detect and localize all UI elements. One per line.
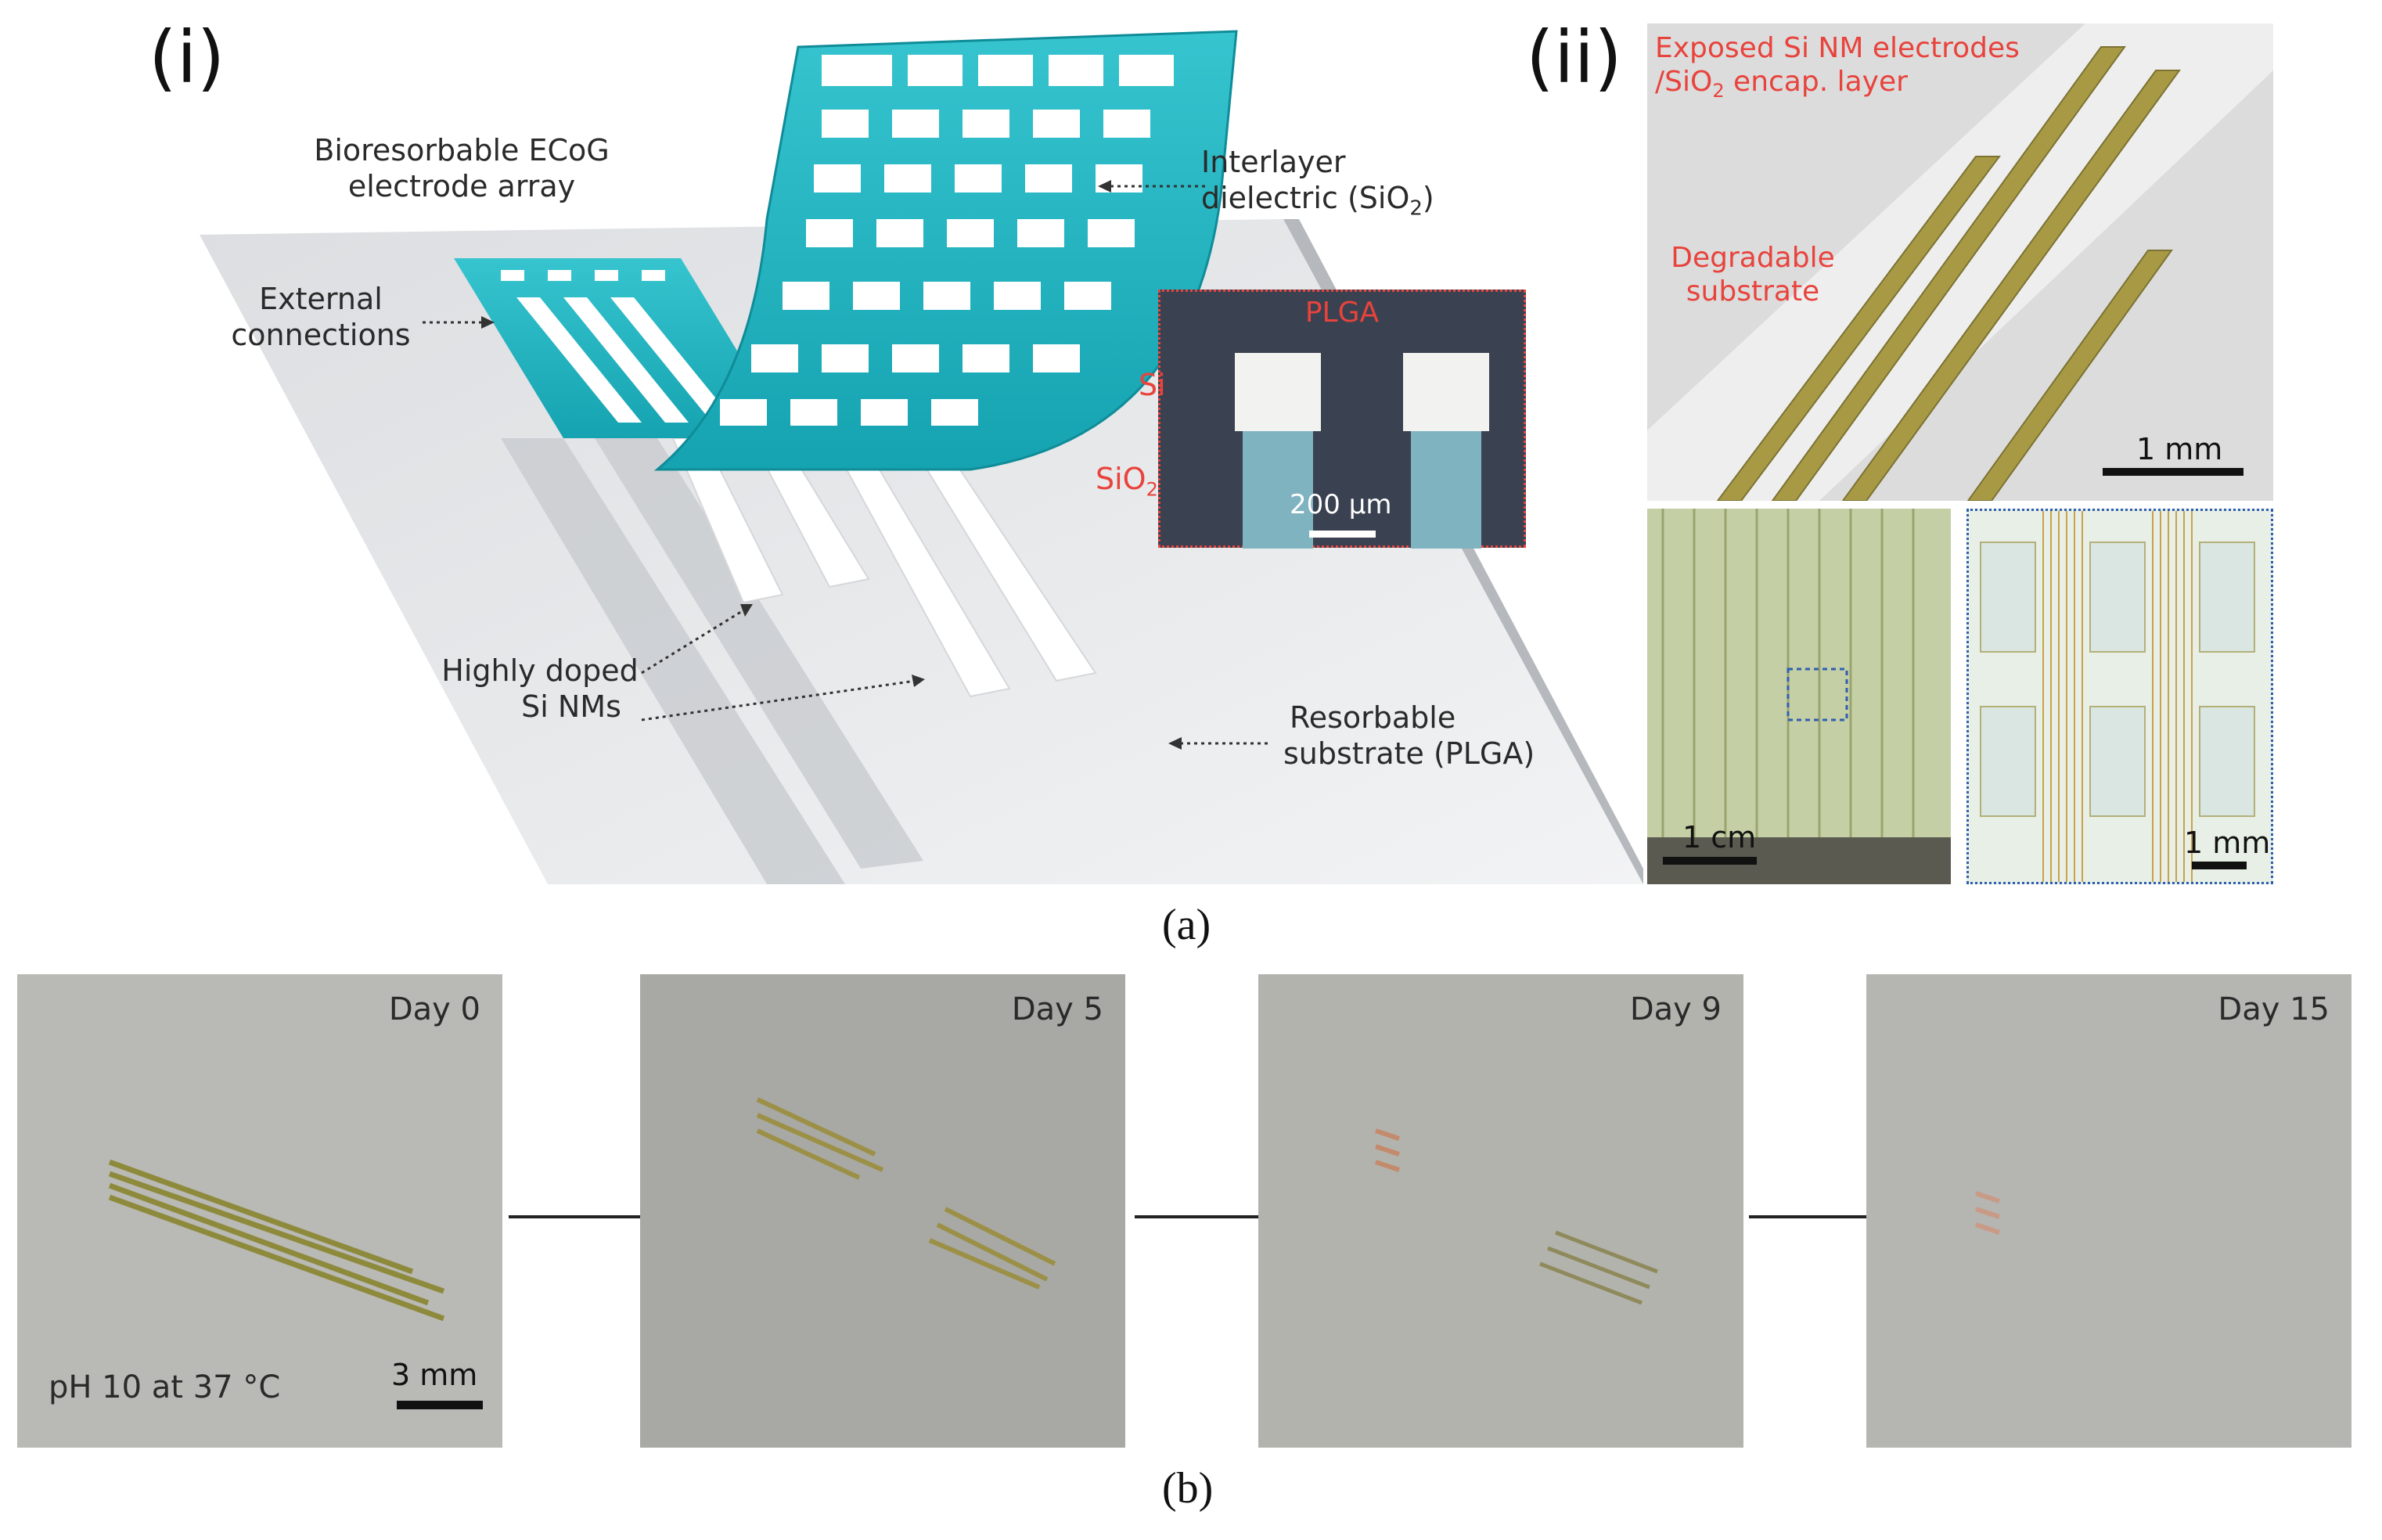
day-label: Day 15 (2218, 991, 2330, 1027)
scale-label-bottom-right: 1 mm (2184, 826, 2271, 860)
scalebar-b (397, 1401, 483, 1409)
sio2-trace-right (1411, 431, 1481, 549)
zoom-micrograph-svg (1980, 511, 2255, 882)
scale-label-b: 3 mm (391, 1358, 478, 1392)
si-pad-left (1235, 353, 1321, 431)
electrode-trace (1966, 250, 2173, 501)
electrode-trace (1716, 156, 2001, 501)
day-label: Day 9 (1629, 991, 1722, 1027)
resorbable-substrate-label: Resorbable substrate (PLGA) (1283, 700, 1535, 771)
day-label: Day 5 (1011, 991, 1103, 1027)
micrograph-electrodes: Exposed Si NM electrodes /SiO2 encap. la… (1647, 23, 2273, 501)
day15-image (1975, 1191, 2000, 1235)
caption-b: (b) (1162, 1464, 1214, 1513)
electrode-trace (1771, 46, 2126, 501)
scalebar-top (2103, 468, 2243, 476)
panel-a-i: (i) Bioresorbable ECoG electrode array E… (0, 0, 1643, 884)
day9-image (1375, 1128, 1658, 1305)
day-panel-5: Day 5 (640, 974, 1125, 1448)
sio2-trace-left (1243, 431, 1313, 549)
array-label: Bioresorbable ECoG electrode array (314, 133, 610, 203)
degradable-label: Degradable substrate (1671, 242, 1835, 308)
external-connections-label: External connections (231, 282, 411, 352)
day-panel-15: Day 15 (1866, 974, 2351, 1448)
plga-inset: PLGA 200 µm (1158, 290, 1526, 549)
label-ii: (ii) (1526, 16, 1622, 99)
electrode-trace (1841, 70, 2181, 501)
day0-image (108, 1159, 445, 1322)
zoom-box (1786, 667, 1848, 721)
inset-scalebar (1309, 531, 1376, 538)
scale-label-bottom-left: 1 cm (1682, 820, 1757, 855)
exposed-label: Exposed Si NM electrodes /SiO2 encap. la… (1655, 32, 2020, 103)
inset-scale-label: 200 µm (1290, 489, 1392, 520)
scalebar-bottom-left (1663, 857, 1757, 865)
scale-label-top: 1 mm (2136, 432, 2223, 466)
micrograph-zoom: 1 mm (1966, 509, 2273, 884)
highly-doped-label: Highly doped Si NMs (441, 653, 639, 724)
scalebar-bottom-right (2192, 862, 2247, 869)
day5-image (756, 1097, 1056, 1290)
caption-a: (a) (1162, 901, 1211, 949)
si-label: Si (1139, 368, 1166, 402)
condition-label: pH 10 at 37 °C (49, 1369, 281, 1405)
day-label: Day 0 (388, 991, 480, 1027)
day-panel-0: Day 0 pH 10 at 37 °C 3 mm (17, 974, 502, 1448)
micrograph-wide: 1 cm (1647, 509, 1951, 884)
inset-title: PLGA (1304, 297, 1380, 329)
sio2-label: SiO2 (1096, 462, 1158, 501)
electrode-micrograph-svg (1647, 23, 2273, 501)
label-i: (i) (149, 16, 225, 99)
si-pad-right (1403, 353, 1489, 431)
day-panel-9: Day 9 (1258, 974, 1743, 1448)
interlayer-label: Interlayer dielectric (SiO2) (1201, 145, 1434, 221)
